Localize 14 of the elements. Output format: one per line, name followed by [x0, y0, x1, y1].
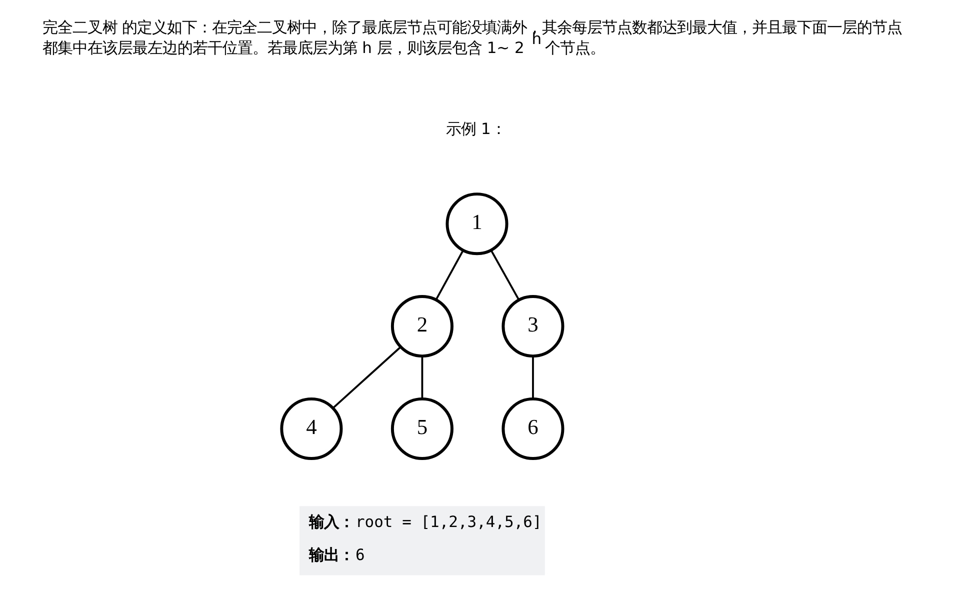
node-circle: 3 [501, 295, 564, 358]
connector [420, 356, 423, 399]
node-circle: 2 [390, 295, 453, 358]
connector [490, 250, 520, 300]
connector [434, 250, 464, 300]
connector [532, 356, 534, 399]
node-circle: 4 [280, 397, 342, 460]
node-circle: 1 [445, 192, 508, 256]
label: 示例 1： [446, 120, 506, 138]
node-circle: 5 [390, 397, 453, 460]
label: 输入：root = [1,2,3,4,5,6] [308, 512, 542, 531]
node-circle: 6 [501, 397, 564, 460]
connector [332, 346, 400, 408]
label: 输出：6 [308, 546, 364, 564]
